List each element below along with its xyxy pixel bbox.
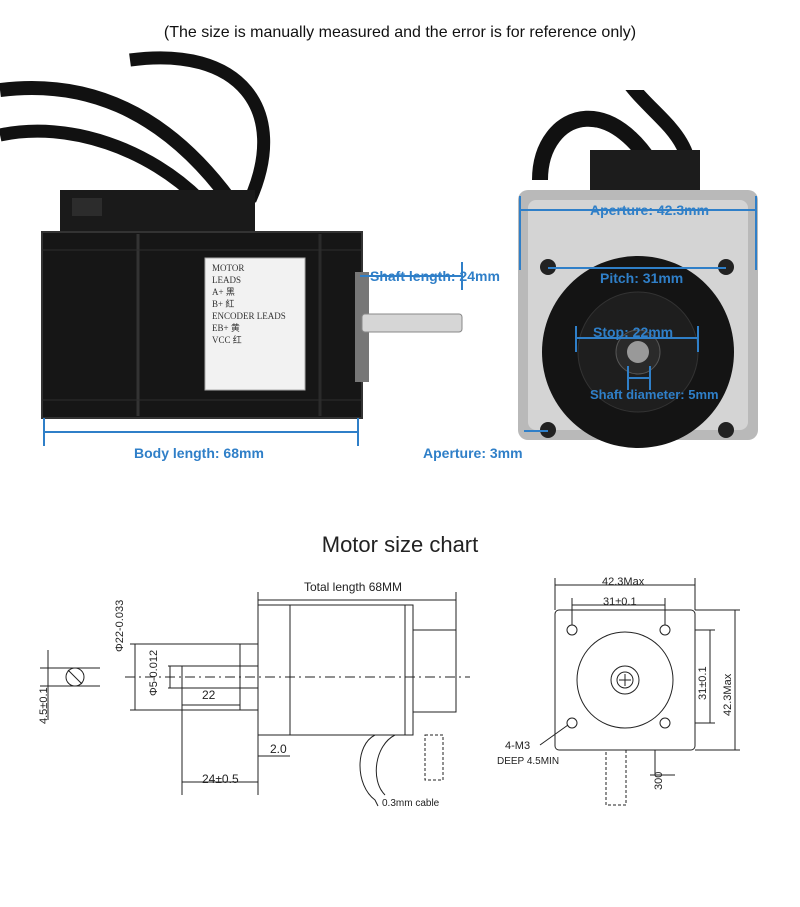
chart-title: Motor size chart [321, 532, 479, 557]
cable-length-label: 300 [653, 771, 665, 790]
body-length-label: Body length: 68mm [134, 445, 264, 461]
motor-front-photo [518, 90, 758, 448]
label-line: A+ 黑 [212, 287, 235, 297]
reference-note: (The size is manually measured and the e… [163, 24, 637, 41]
cable-label: 0.3mm cable [382, 798, 440, 809]
label-line: EB+ 黄 [212, 323, 240, 333]
flange-20-label: 2.0 [270, 742, 287, 756]
depth-label: DEEP 4.5MIN [497, 756, 560, 767]
label-line: LEADS [212, 275, 241, 285]
stop-label: Stop: 22mm [593, 324, 674, 340]
front-height-label: 42.3Max [722, 673, 734, 716]
shaft-length-label: Shaft length: 24mm [370, 268, 500, 284]
front-pitch-vertical-label: 31±0.1 [697, 666, 709, 700]
front-dimension-lines [519, 196, 757, 432]
aperture-top-label: Aperture: 42.3mm [590, 202, 710, 218]
label-line: ENCODER LEADS [212, 311, 286, 321]
dia5-label: Φ5-0.012 [148, 649, 160, 696]
front-width-label: 42.3Max [602, 576, 645, 588]
label-line: VCC 红 [212, 335, 242, 345]
shaft-24-label: 24±0.5 [202, 772, 239, 786]
shaft-diameter-label: Shaft diameter: 5mm [590, 387, 719, 402]
shaft-22-label: 22 [202, 688, 216, 702]
pitch-label: Pitch: 31mm [600, 270, 684, 286]
motor-label-sticker: MOTOR LEADS A+ 黑 B+ 紅 ENCODER LEADS EB+ … [212, 262, 298, 386]
technical-drawing [40, 578, 740, 807]
label-line: MOTOR [212, 263, 245, 273]
motor-side-photo [0, 51, 463, 419]
screw-label: 4-M3 [505, 740, 531, 752]
flat-45-label: 4.5±0.1 [38, 687, 50, 724]
front-pitch-label: 31±0.1 [603, 596, 637, 608]
side-dimension-lines [43, 262, 463, 446]
aperture-hole-label: Aperture: 3mm [423, 445, 523, 461]
dia22-label: Φ22-0.033 [114, 599, 126, 652]
label-line: B+ 紅 [212, 299, 235, 309]
total-length-label: Total length 68MM [304, 580, 403, 594]
